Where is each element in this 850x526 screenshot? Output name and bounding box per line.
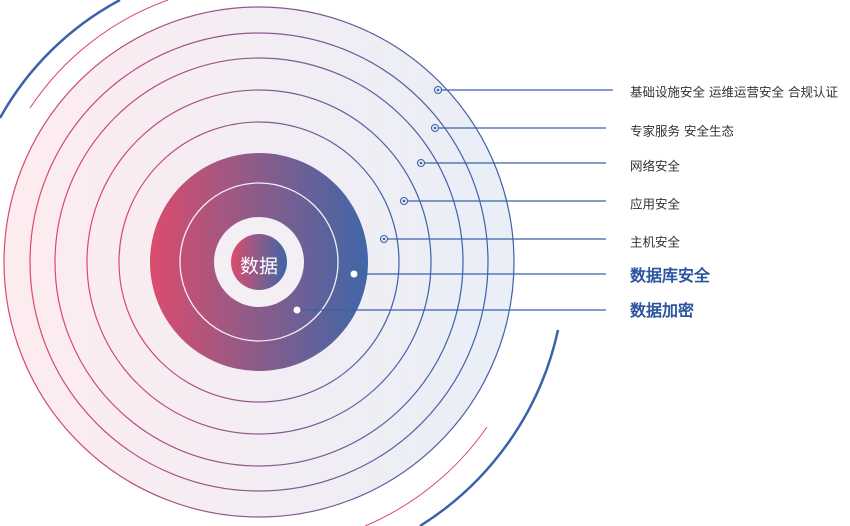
- layer-label-network: 网络安全: [630, 158, 681, 174]
- layer-label-application: 应用安全: [630, 196, 681, 212]
- marker-dot-6: [350, 270, 358, 278]
- outer-arc-blue-top: [0, 0, 121, 119]
- layer-label-encryption: 数据加密: [630, 301, 695, 320]
- ring-2: [29, 32, 489, 492]
- ring-4: [86, 89, 432, 435]
- ring-3: [54, 57, 464, 467]
- layer-label-database: 数据库安全: [630, 266, 711, 285]
- ring-5: [118, 121, 400, 403]
- layer-label-infrastructure: 基础设施安全 运维运营安全 合规认证: [630, 84, 838, 100]
- outer-arc-pink-top: [29, 0, 169, 109]
- center-label: 数据: [239, 255, 279, 278]
- layer-label-expert-services: 专家服务 安全生态: [630, 123, 734, 139]
- outer-arc-pink-bottom: [364, 426, 488, 526]
- core-inner-ring: [179, 182, 339, 342]
- layer-label-host: 主机安全: [630, 234, 681, 250]
- marker-dot-7: [293, 306, 301, 314]
- outer-arc-blue-bottom: [419, 329, 560, 526]
- center-disk: [231, 234, 287, 290]
